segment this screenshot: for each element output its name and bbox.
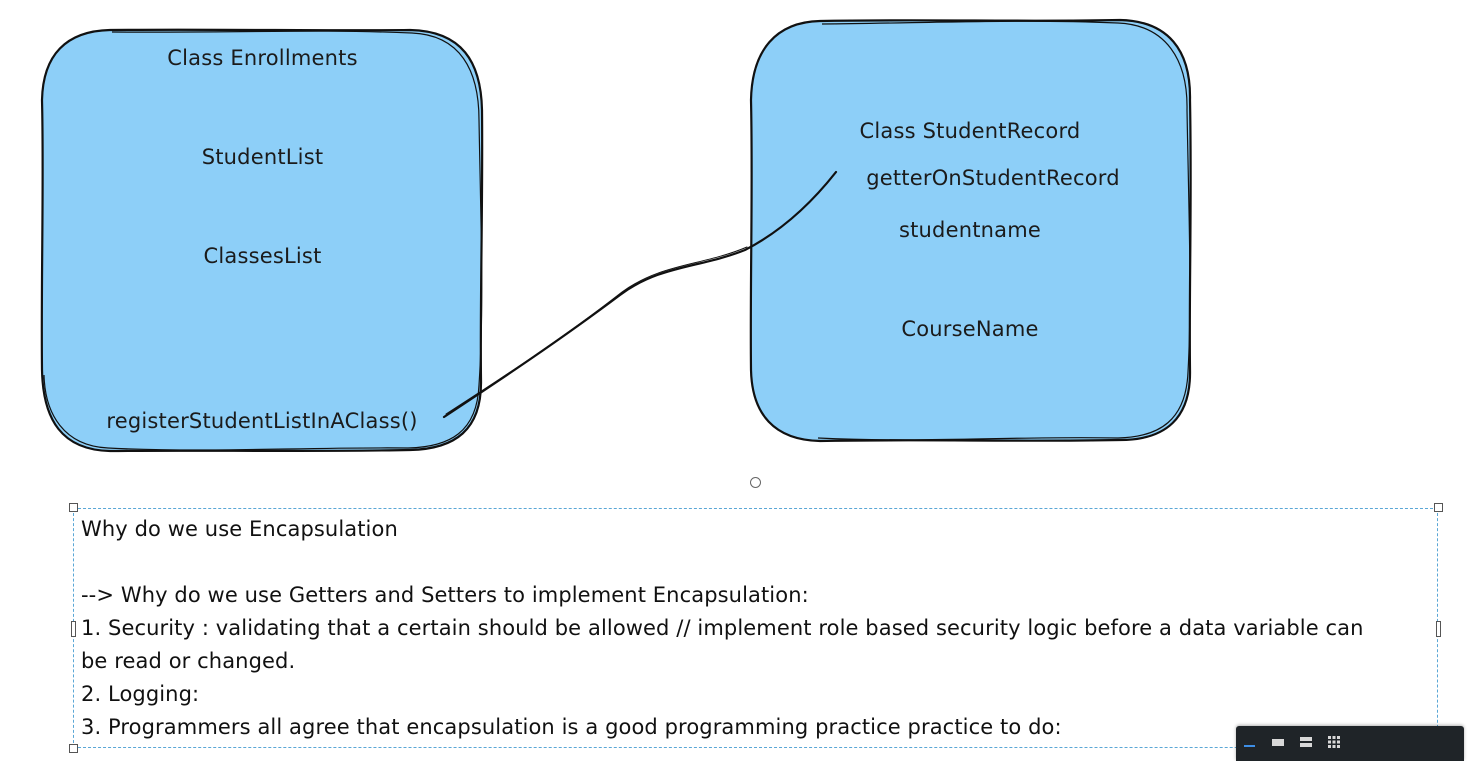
text-line: 1. Security : validating that a certain … [81,616,1364,640]
resize-handle-top-right[interactable] [1434,503,1443,512]
resize-handle-left[interactable] [71,621,76,637]
text-block[interactable]: Why do we use Encapsulation --> Why do w… [73,508,1438,748]
text-line: Why do we use Encapsulation [81,517,398,541]
studentrecord-title: Class StudentRecord [859,119,1081,143]
rotate-handle[interactable] [750,477,761,488]
split-view-icon[interactable] [1298,734,1314,750]
text-line: be read or changed. [81,649,296,673]
studentname-label: studentname [898,218,1042,242]
resize-handle-top-left[interactable] [69,503,78,512]
class-studentrecord-box[interactable] [749,18,1192,443]
text-line: 3. Programmers all agree that encapsulat… [81,715,1062,739]
connector-line[interactable] [442,170,838,419]
resize-handle-right[interactable] [1436,621,1441,637]
resize-handle-bottom-left[interactable] [69,744,78,753]
register-method-label: registerStudentListInAClass() [106,409,418,433]
view-toolbar [1236,726,1464,761]
text-line: 2. Logging: [81,682,200,706]
class-enrollments-box[interactable] [40,28,484,453]
single-view-icon[interactable] [1270,734,1286,750]
classeslist-label: ClassesList [203,244,322,268]
studentlist-label: StudentList [201,145,324,169]
text-line: --> Why do we use Getters and Setters to… [81,583,809,607]
enrollments-title: Class Enrollments [167,46,358,70]
minimize-icon[interactable] [1242,734,1258,750]
grid-view-icon[interactable] [1326,734,1342,750]
coursename-label: CourseName [901,317,1039,341]
getter-label: getterOnStudentRecord [866,166,1120,190]
